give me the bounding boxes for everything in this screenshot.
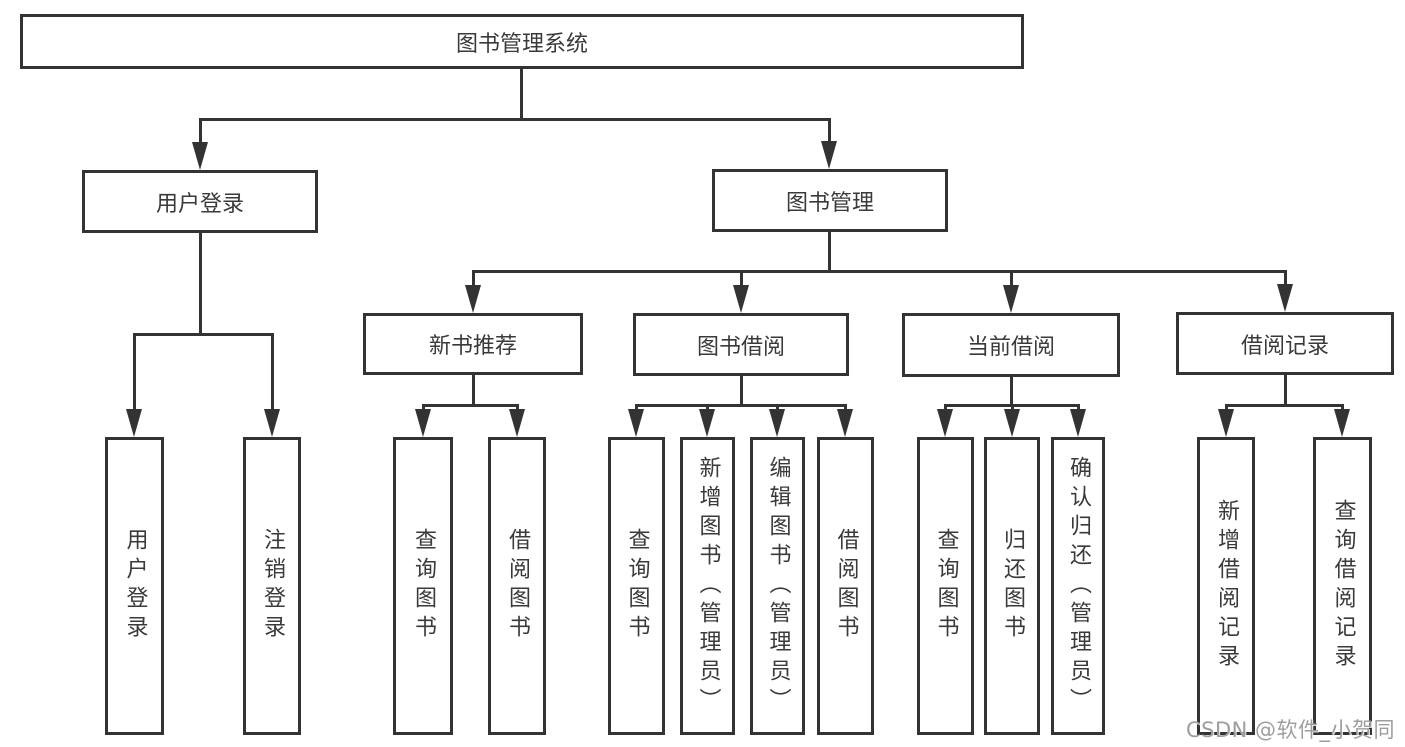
connector-stub	[1010, 404, 1014, 413]
connector-book-borrow-branch	[635, 404, 847, 407]
connector-borrow-records-branch	[1224, 404, 1344, 407]
connector-stub	[843, 404, 847, 413]
node-library-system: 图书管理系统	[20, 14, 1024, 69]
node-borrow-records-label: 借阅记录	[1240, 333, 1329, 359]
connector-stub	[705, 404, 709, 413]
leaf-add-books-admin: 新增图书（管理员）	[680, 437, 735, 735]
node-borrow-records: 借阅记录	[1176, 312, 1394, 375]
leaf-query-books-recommend-label: 查询图书	[411, 528, 436, 644]
connector-borrow-records-riser	[1283, 375, 1287, 407]
leaf-add-books-admin-label: 新增图书（管理员）	[695, 455, 721, 717]
connector-level3-branch	[471, 270, 1287, 273]
arrow-down-icon	[1277, 284, 1293, 312]
node-new-book-recommend: 新书推荐	[363, 313, 583, 375]
leaf-borrow-books-recommend-label: 借阅图书	[505, 528, 530, 644]
arrow-down-icon	[937, 409, 953, 437]
connector-book-management-riser	[827, 232, 831, 273]
node-user-login-label: 用户登录	[155, 191, 244, 217]
connector-drop-new-book	[471, 270, 475, 289]
leaf-user-login-label: 用户登录	[122, 528, 148, 644]
leaf-query-books-borrow: 查询图书	[608, 437, 665, 735]
connector-new-book-riser	[471, 375, 475, 407]
leaf-borrow-books: 借阅图书	[817, 437, 874, 735]
connector-stub	[943, 404, 947, 413]
arrow-down-icon	[415, 409, 431, 437]
node-current-borrow-label: 当前借阅	[966, 335, 1055, 360]
connector-user-login-riser	[198, 233, 202, 336]
leaf-borrow-books-label: 借阅图书	[833, 528, 859, 644]
connector-stub	[775, 404, 779, 413]
connector-root-riser	[519, 68, 523, 121]
leaf-return-books-label: 归还图书	[1000, 528, 1025, 644]
arrow-down-icon	[192, 142, 208, 170]
leaf-query-borrow-record-label: 查询借阅记录	[1330, 499, 1356, 673]
arrow-down-icon	[837, 409, 853, 437]
connector-stub	[634, 404, 638, 413]
node-current-borrow: 当前借阅	[902, 313, 1120, 377]
connector-stub	[1076, 404, 1080, 413]
connector-drop-leaf-logout	[270, 333, 274, 413]
arrow-down-icon	[264, 409, 280, 437]
connector-drop-user-login	[198, 118, 202, 145]
connector-drop-leaf-login	[133, 333, 136, 413]
connector-drop-book-management	[827, 118, 831, 144]
arrow-down-icon	[1003, 285, 1019, 313]
arrow-down-icon	[465, 285, 481, 313]
connector-stub	[421, 404, 425, 413]
arrow-down-icon	[769, 409, 785, 437]
node-book-borrow-label: 图书借阅	[696, 334, 785, 360]
leaf-add-borrow-record: 新增借阅记录	[1197, 437, 1255, 735]
leaf-confirm-return-admin-label: 确认归还（管理员）	[1066, 455, 1091, 717]
leaf-query-books-borrow-label: 查询图书	[624, 528, 650, 644]
leaf-query-borrow-record: 查询借阅记录	[1313, 437, 1372, 735]
connector-stub	[515, 404, 519, 413]
leaf-borrow-books-recommend: 借阅图书	[488, 437, 546, 735]
arrow-down-icon	[509, 409, 525, 437]
leaf-edit-books-admin: 编辑图书（管理员）	[750, 437, 805, 735]
arrow-down-icon	[1004, 409, 1020, 437]
leaf-logout-label: 注销登录	[260, 528, 285, 644]
connector-user-login-branch	[133, 333, 274, 336]
csdn-watermark: CSDN @软件_小贺同学	[1186, 718, 1396, 742]
arrow-down-icon	[699, 409, 715, 437]
leaf-add-borrow-record-label: 新增借阅记录	[1214, 499, 1239, 673]
node-book-borrow: 图书借阅	[633, 313, 849, 376]
leaf-query-books-recommend: 查询图书	[393, 437, 453, 735]
connector-stub	[1224, 404, 1228, 413]
leaf-edit-books-admin-label: 编辑图书（管理员）	[765, 455, 791, 717]
node-user-login: 用户登录	[82, 170, 318, 233]
arrow-down-icon	[1334, 409, 1350, 437]
arrow-down-icon	[1070, 409, 1086, 437]
arrow-down-icon	[821, 141, 837, 169]
arrow-down-icon	[733, 285, 749, 313]
connector-drop-borrow-records	[1283, 270, 1287, 289]
connector-level2-branch	[198, 118, 831, 121]
leaf-user-login: 用户登录	[105, 437, 164, 735]
arrow-down-icon	[1218, 409, 1234, 437]
connector-current-borrow-riser	[1009, 377, 1013, 407]
node-book-management: 图书管理	[712, 169, 948, 232]
connector-drop-book-borrow	[739, 270, 743, 289]
node-book-management-label: 图书管理	[785, 190, 874, 216]
leaf-confirm-return-admin: 确认归还（管理员）	[1051, 437, 1105, 735]
connector-new-book-branch	[421, 404, 519, 407]
leaf-return-books: 归还图书	[984, 437, 1040, 735]
arrow-down-icon	[628, 409, 644, 437]
leaf-query-books-current-label: 查询图书	[933, 528, 959, 644]
node-library-system-label: 图书管理系统	[455, 31, 588, 57]
node-new-book-recommend-label: 新书推荐	[428, 334, 517, 359]
connector-book-borrow-riser	[739, 376, 743, 407]
connector-stub	[1340, 404, 1344, 413]
leaf-query-books-current: 查询图书	[917, 437, 974, 735]
leaf-logout: 注销登录	[243, 437, 301, 735]
connector-drop-current-borrow	[1009, 270, 1013, 289]
arrow-down-icon	[126, 409, 142, 437]
